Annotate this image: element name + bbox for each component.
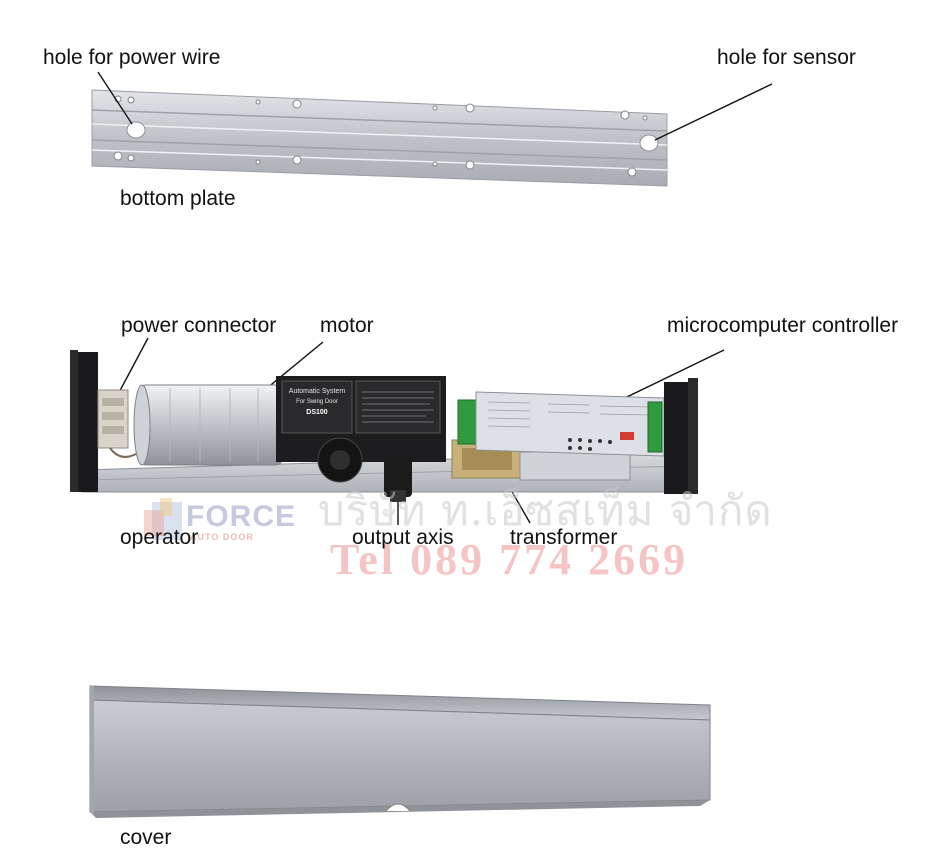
- label-hole-power-wire: hole for power wire: [43, 46, 221, 69]
- label-cover: cover: [120, 826, 172, 849]
- logo-word: FORCE: [186, 500, 296, 533]
- motor-part: [133, 384, 283, 466]
- watermark-company: บริษัท ท.เอ็ซสเท็ม จำกัด: [318, 486, 773, 535]
- watermark-tel: Tel 089 774 2669: [330, 535, 689, 584]
- label-operator: operator: [120, 526, 199, 549]
- logo-mark-icon: [144, 498, 182, 540]
- label-output-axis: output axis: [352, 526, 454, 549]
- label-power-connector: power connector: [121, 314, 277, 337]
- label-hole-sensor: hole for sensor: [717, 46, 856, 69]
- bottom-plate-image: [91, 89, 668, 187]
- power-connector-part: [97, 389, 137, 458]
- label-bottom-plate: bottom plate: [120, 187, 236, 210]
- force-logo: FORCE AUTO DOOR: [142, 496, 302, 546]
- operator-image: Automatic System For Swing Door DS100: [70, 350, 698, 502]
- label-motor: motor: [320, 314, 374, 337]
- logo-sub: AUTO DOOR: [190, 532, 254, 542]
- motor-plate-line1: Automatic System: [289, 388, 346, 395]
- output-axis-part: [384, 455, 412, 502]
- cover-image: [89, 685, 711, 818]
- motor-plate-line2: For Swing Door: [296, 399, 338, 405]
- label-transformer: transformer: [510, 526, 618, 549]
- label-microcomputer-controller: microcomputer controller: [667, 314, 899, 337]
- controller-part: [475, 391, 665, 457]
- motor-plate-line3: DS100: [306, 409, 328, 416]
